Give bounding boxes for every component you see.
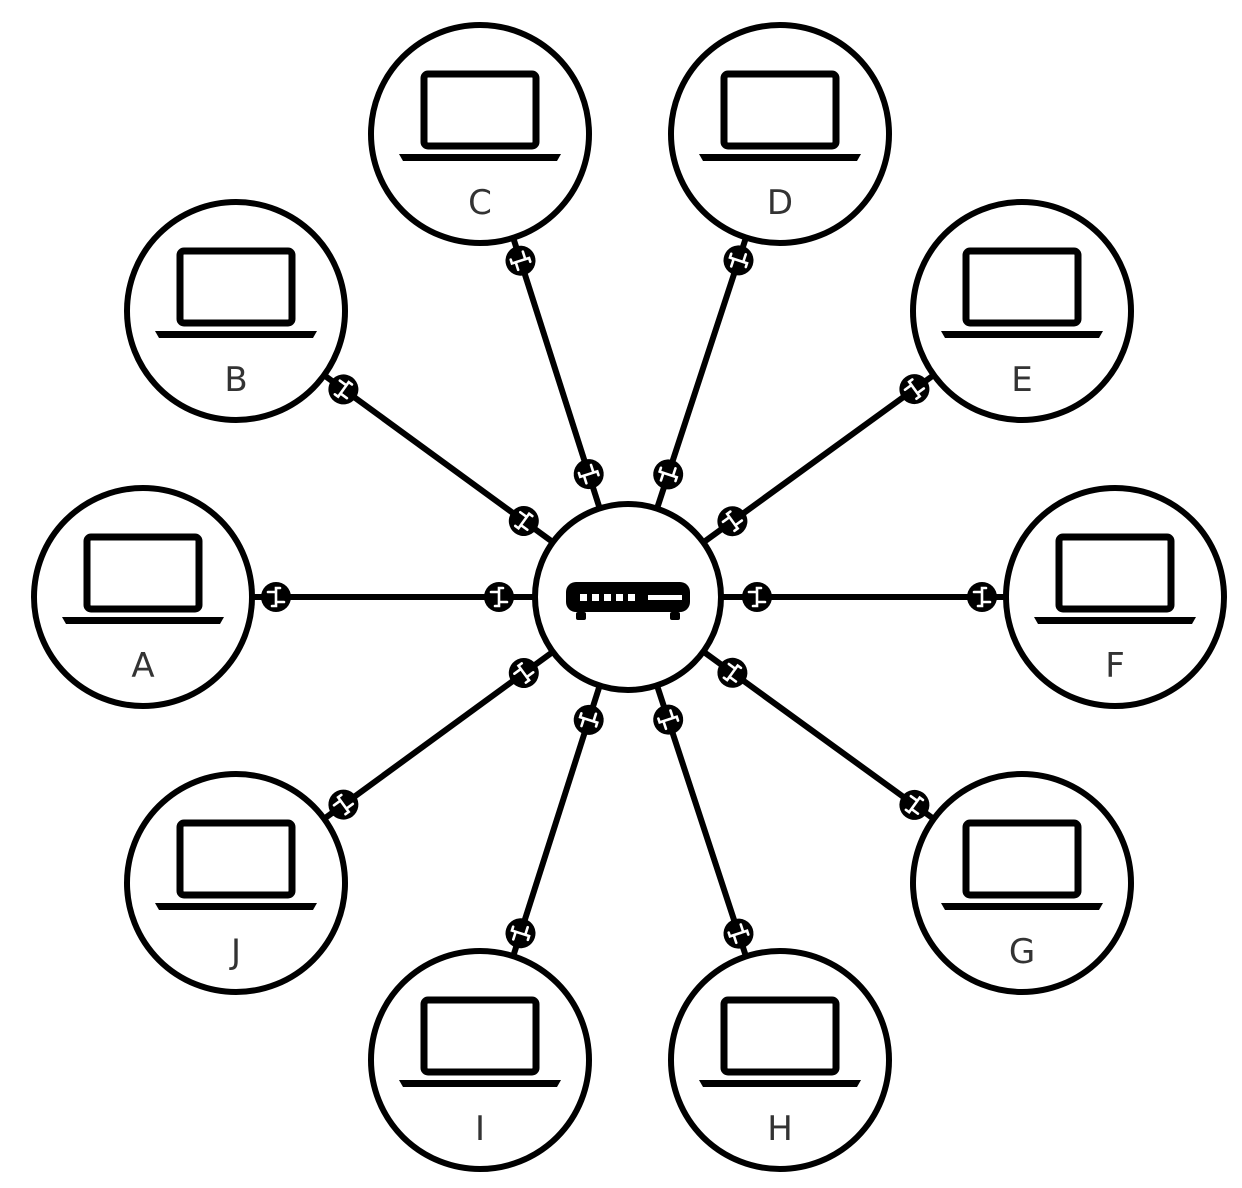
ethernet-plug-icon — [899, 789, 930, 820]
computer-node-c[interactable]: C — [368, 22, 592, 246]
laptop-icon — [62, 533, 224, 624]
laptop-icon — [941, 247, 1103, 338]
computer-node-i[interactable]: I — [368, 948, 592, 1172]
computer-label-f: F — [1105, 646, 1125, 686]
computer-label-h: H — [767, 1109, 793, 1149]
ethernet-plug-icon — [967, 582, 997, 612]
laptop-icon — [399, 996, 561, 1087]
link-a — [252, 582, 535, 612]
ethernet-plug-icon — [261, 582, 291, 612]
ethernet-plug-icon — [328, 374, 359, 405]
nodes-layer: A B C D E F G H I J — [31, 22, 1227, 1172]
computer-node-b[interactable]: B — [124, 199, 348, 423]
computer-label-c: C — [468, 183, 492, 223]
link-j — [322, 649, 555, 822]
computer-label-d: D — [767, 183, 793, 223]
laptop-icon — [155, 819, 317, 910]
link-f — [721, 582, 1006, 612]
ethernet-plug-icon — [508, 506, 539, 536]
laptop-icon — [155, 247, 317, 338]
ethernet-plug-icon — [653, 704, 684, 735]
ethernet-plug-icon — [717, 657, 748, 688]
computer-node-j[interactable]: J — [124, 771, 348, 995]
laptop-icon — [399, 70, 561, 161]
computer-label-g: G — [1009, 932, 1035, 972]
ethernet-plug-icon — [328, 789, 359, 820]
laptop-icon — [1034, 533, 1196, 624]
link-d — [653, 236, 754, 510]
computer-node-e[interactable]: E — [910, 199, 1134, 423]
ethernet-plug-icon — [899, 374, 930, 405]
links-layer — [252, 236, 1006, 958]
computer-label-j: J — [229, 932, 241, 972]
ethernet-plug-icon — [505, 918, 536, 949]
computer-node-g[interactable]: G — [910, 771, 1134, 995]
ethernet-plug-icon — [742, 582, 772, 612]
link-e — [701, 372, 936, 545]
link-g — [701, 649, 936, 822]
link-i — [505, 684, 604, 958]
computer-node-h[interactable]: H — [668, 948, 892, 1172]
ethernet-plug-icon — [723, 918, 754, 949]
computer-node-f[interactable]: F — [1003, 485, 1227, 709]
computer-node-a[interactable]: A — [31, 485, 255, 709]
laptop-icon — [941, 819, 1103, 910]
link-h — [653, 684, 754, 958]
ethernet-plug-icon — [573, 459, 604, 490]
ethernet-plug-icon — [653, 459, 684, 490]
ethernet-plug-icon — [723, 245, 754, 276]
computer-label-e: E — [1011, 360, 1032, 400]
link-c — [505, 236, 604, 510]
ethernet-plug-icon — [573, 704, 604, 735]
ethernet-plug-icon — [505, 245, 536, 276]
laptop-icon — [699, 70, 861, 161]
link-b — [322, 372, 555, 545]
ethernet-plug-icon — [484, 582, 514, 612]
hub-node[interactable] — [532, 501, 724, 693]
computer-label-a: A — [131, 646, 154, 686]
computer-label-i: I — [475, 1109, 485, 1149]
ethernet-plug-icon — [508, 658, 539, 688]
computer-label-b: B — [224, 360, 247, 400]
computer-node-d[interactable]: D — [668, 22, 892, 246]
laptop-icon — [699, 996, 861, 1087]
network-switch-icon — [566, 582, 690, 620]
ethernet-plug-icon — [717, 506, 748, 537]
